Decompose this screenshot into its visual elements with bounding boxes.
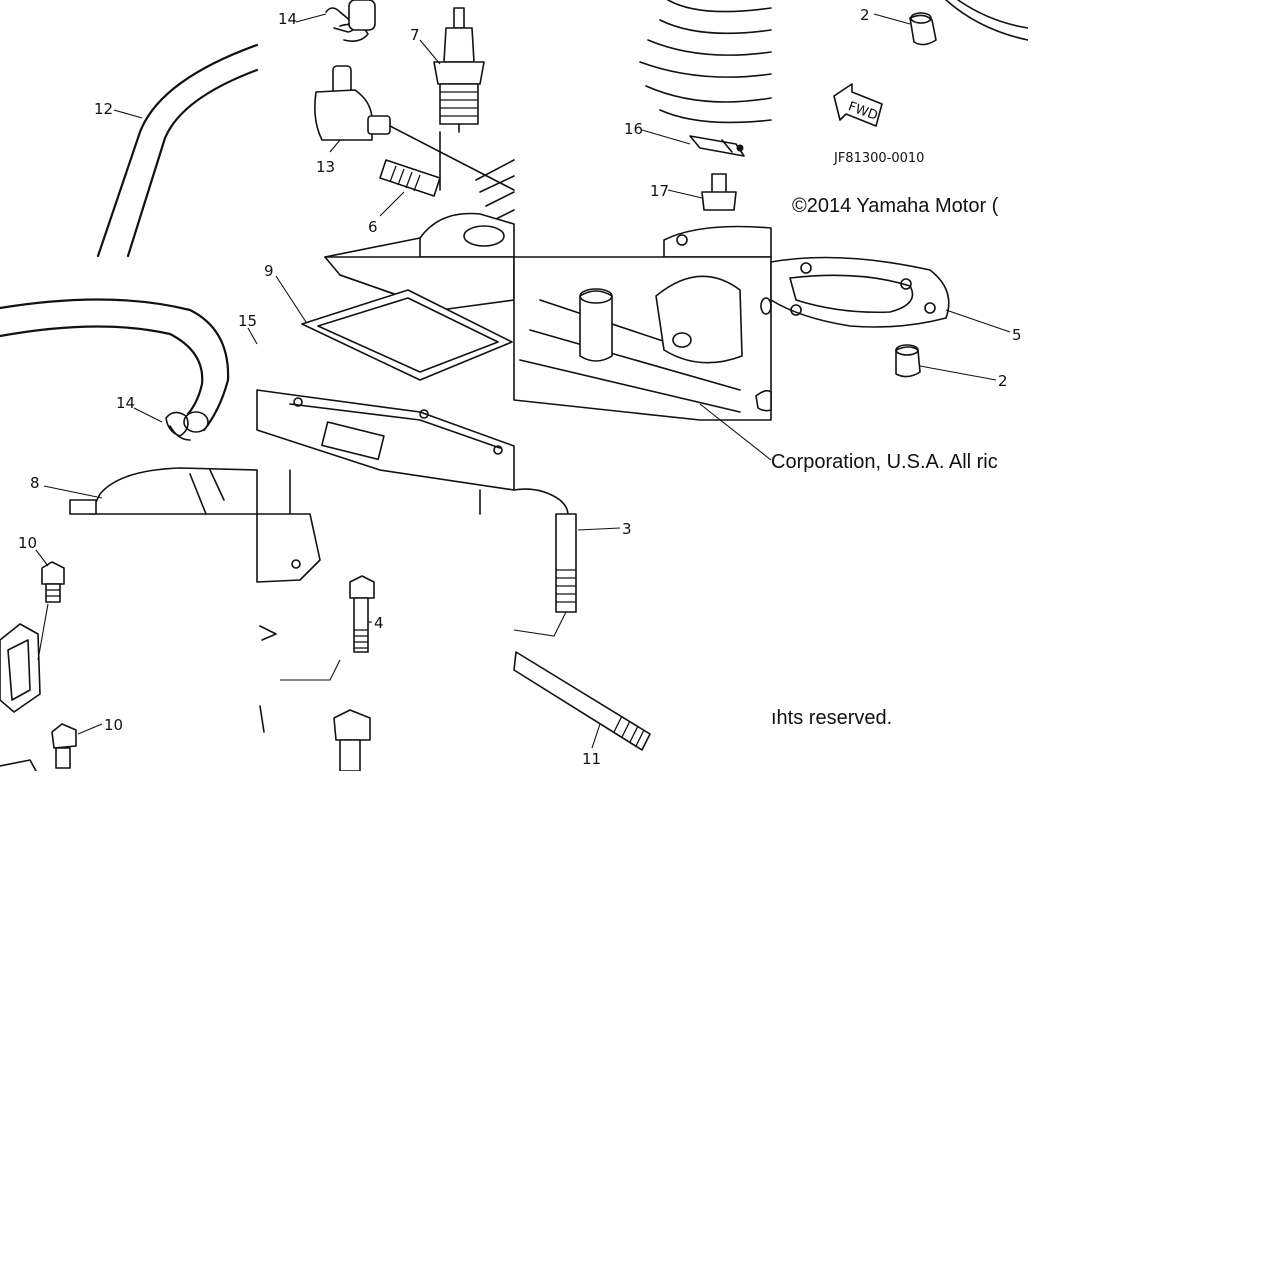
callout-9: 9 (264, 262, 274, 280)
spark-plug (433, 7, 485, 133)
callout-10-lower: 10 (104, 716, 123, 734)
head-base-left (256, 513, 321, 733)
bolt-17 (701, 173, 737, 211)
gasket-edge-upper (945, 0, 1029, 41)
breather-hose-upper (96, 43, 259, 258)
dowel-pin-2-upper (909, 12, 937, 46)
callout-7: 7 (410, 26, 420, 44)
long-stud-11 (513, 651, 651, 751)
cylinder-body (513, 256, 772, 461)
callout-14-upper: 14 (278, 10, 297, 28)
cylinder-fins-right (639, 0, 772, 124)
clip-14-lower (165, 411, 191, 441)
cylinder-gasket-5 (770, 256, 950, 328)
hose-stub (348, 0, 376, 31)
stud-bolt-6 (379, 159, 441, 197)
stud-3 (513, 488, 577, 637)
dowel-pin-2-lower (895, 344, 921, 378)
callout-4: 4 (374, 614, 384, 632)
bracket-left (0, 603, 49, 713)
callout-10-upper: 10 (18, 534, 37, 552)
head-cover-left (69, 467, 258, 515)
cylinder-fins-left (439, 131, 515, 221)
cover-plate-15 (256, 389, 515, 515)
callout-11: 11 (582, 750, 601, 768)
watermark-part1: ©2014 Yamaha Motor ( (792, 195, 999, 217)
callout-5: 5 (1012, 326, 1022, 344)
callout-15: 15 (238, 312, 257, 330)
breather-hose-lower (0, 298, 230, 433)
bolt-10-upper (41, 561, 65, 603)
callout-2-upper: 2 (860, 6, 870, 24)
gasket-9 (301, 289, 513, 381)
callout-3: 3 (622, 520, 632, 538)
callout-13: 13 (316, 158, 335, 176)
callout-8: 8 (30, 474, 40, 492)
bolt-large (333, 709, 371, 772)
callout-6: 6 (368, 218, 378, 236)
bolt-4 (280, 575, 375, 681)
plug-cap (314, 65, 515, 191)
callout-2-lower: 2 (998, 372, 1008, 390)
gasket-upper (663, 225, 772, 258)
head-cover-top (324, 212, 515, 258)
drawing-code: JF81300-0010 (833, 151, 924, 166)
clip-16 (689, 135, 745, 157)
watermark-part3: ıhts reserved. (771, 707, 892, 729)
watermark-part2: Corporation, U.S.A. All ric (771, 451, 998, 473)
callout-16: 16 (624, 120, 643, 138)
callout-17: 17 (650, 182, 669, 200)
fwd-arrow: FWD (833, 83, 883, 127)
leader-lines (35, 13, 1011, 749)
bolt-10-lower (0, 723, 77, 772)
callout-14-lower: 14 (116, 394, 135, 412)
callout-12: 12 (94, 100, 113, 118)
